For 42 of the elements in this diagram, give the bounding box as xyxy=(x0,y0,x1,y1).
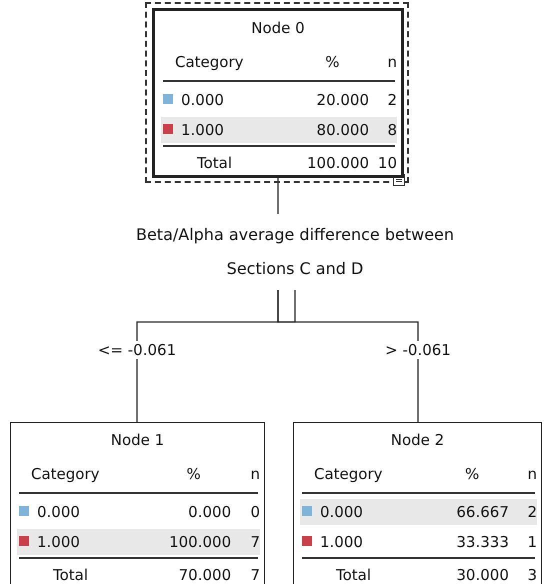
column-header: % xyxy=(464,465,480,483)
table-cell: 1 xyxy=(527,533,537,551)
column-header: Category xyxy=(175,53,244,71)
column-header: n xyxy=(387,53,397,71)
total-cell: Total xyxy=(197,154,232,172)
column-header: % xyxy=(325,53,340,71)
tree-node-table xyxy=(293,422,542,584)
table-cell: 0.000 xyxy=(37,503,80,521)
node-title: Node 0 xyxy=(250,19,306,37)
node-title: Node 1 xyxy=(110,431,166,449)
tree-node-table xyxy=(10,422,265,584)
table-cell: 66.667 xyxy=(456,503,509,521)
table-cell: 1.000 xyxy=(320,533,363,551)
total-cell: 3 xyxy=(527,566,537,584)
table-cell: 2 xyxy=(527,503,537,521)
column-header: Category xyxy=(31,465,100,483)
node-title: Node 2 xyxy=(390,431,446,449)
tree-branch-line xyxy=(277,290,419,422)
table-cell: 0.000 xyxy=(320,503,363,521)
total-cell: 70.000 xyxy=(178,566,232,584)
column-header: % xyxy=(186,465,201,483)
table-cell: 0.000 xyxy=(181,91,224,109)
table-cell: 7 xyxy=(250,533,260,551)
total-cell: Total xyxy=(336,566,372,584)
table-cell: 20.000 xyxy=(316,91,370,109)
total-cell: Total xyxy=(53,566,88,584)
table-cell: 2 xyxy=(387,91,397,109)
table-cell: 1.000 xyxy=(181,121,224,139)
total-cell: 10 xyxy=(378,154,397,172)
table-cell: 1.000 xyxy=(37,533,80,551)
total-cell: 30.000 xyxy=(456,566,509,584)
table-cell: 0 xyxy=(250,503,260,521)
column-header: Category xyxy=(314,465,383,483)
column-header: n xyxy=(527,465,537,483)
table-cell: 0.000 xyxy=(188,503,232,521)
table-cell: 80.000 xyxy=(316,121,370,139)
column-header: n xyxy=(250,465,260,483)
total-cell: 7 xyxy=(250,566,260,584)
table-cell: 100.000 xyxy=(169,533,232,551)
total-cell: 100.000 xyxy=(307,154,370,172)
table-cell: 8 xyxy=(387,121,397,139)
table-cell: 33.333 xyxy=(456,533,509,551)
